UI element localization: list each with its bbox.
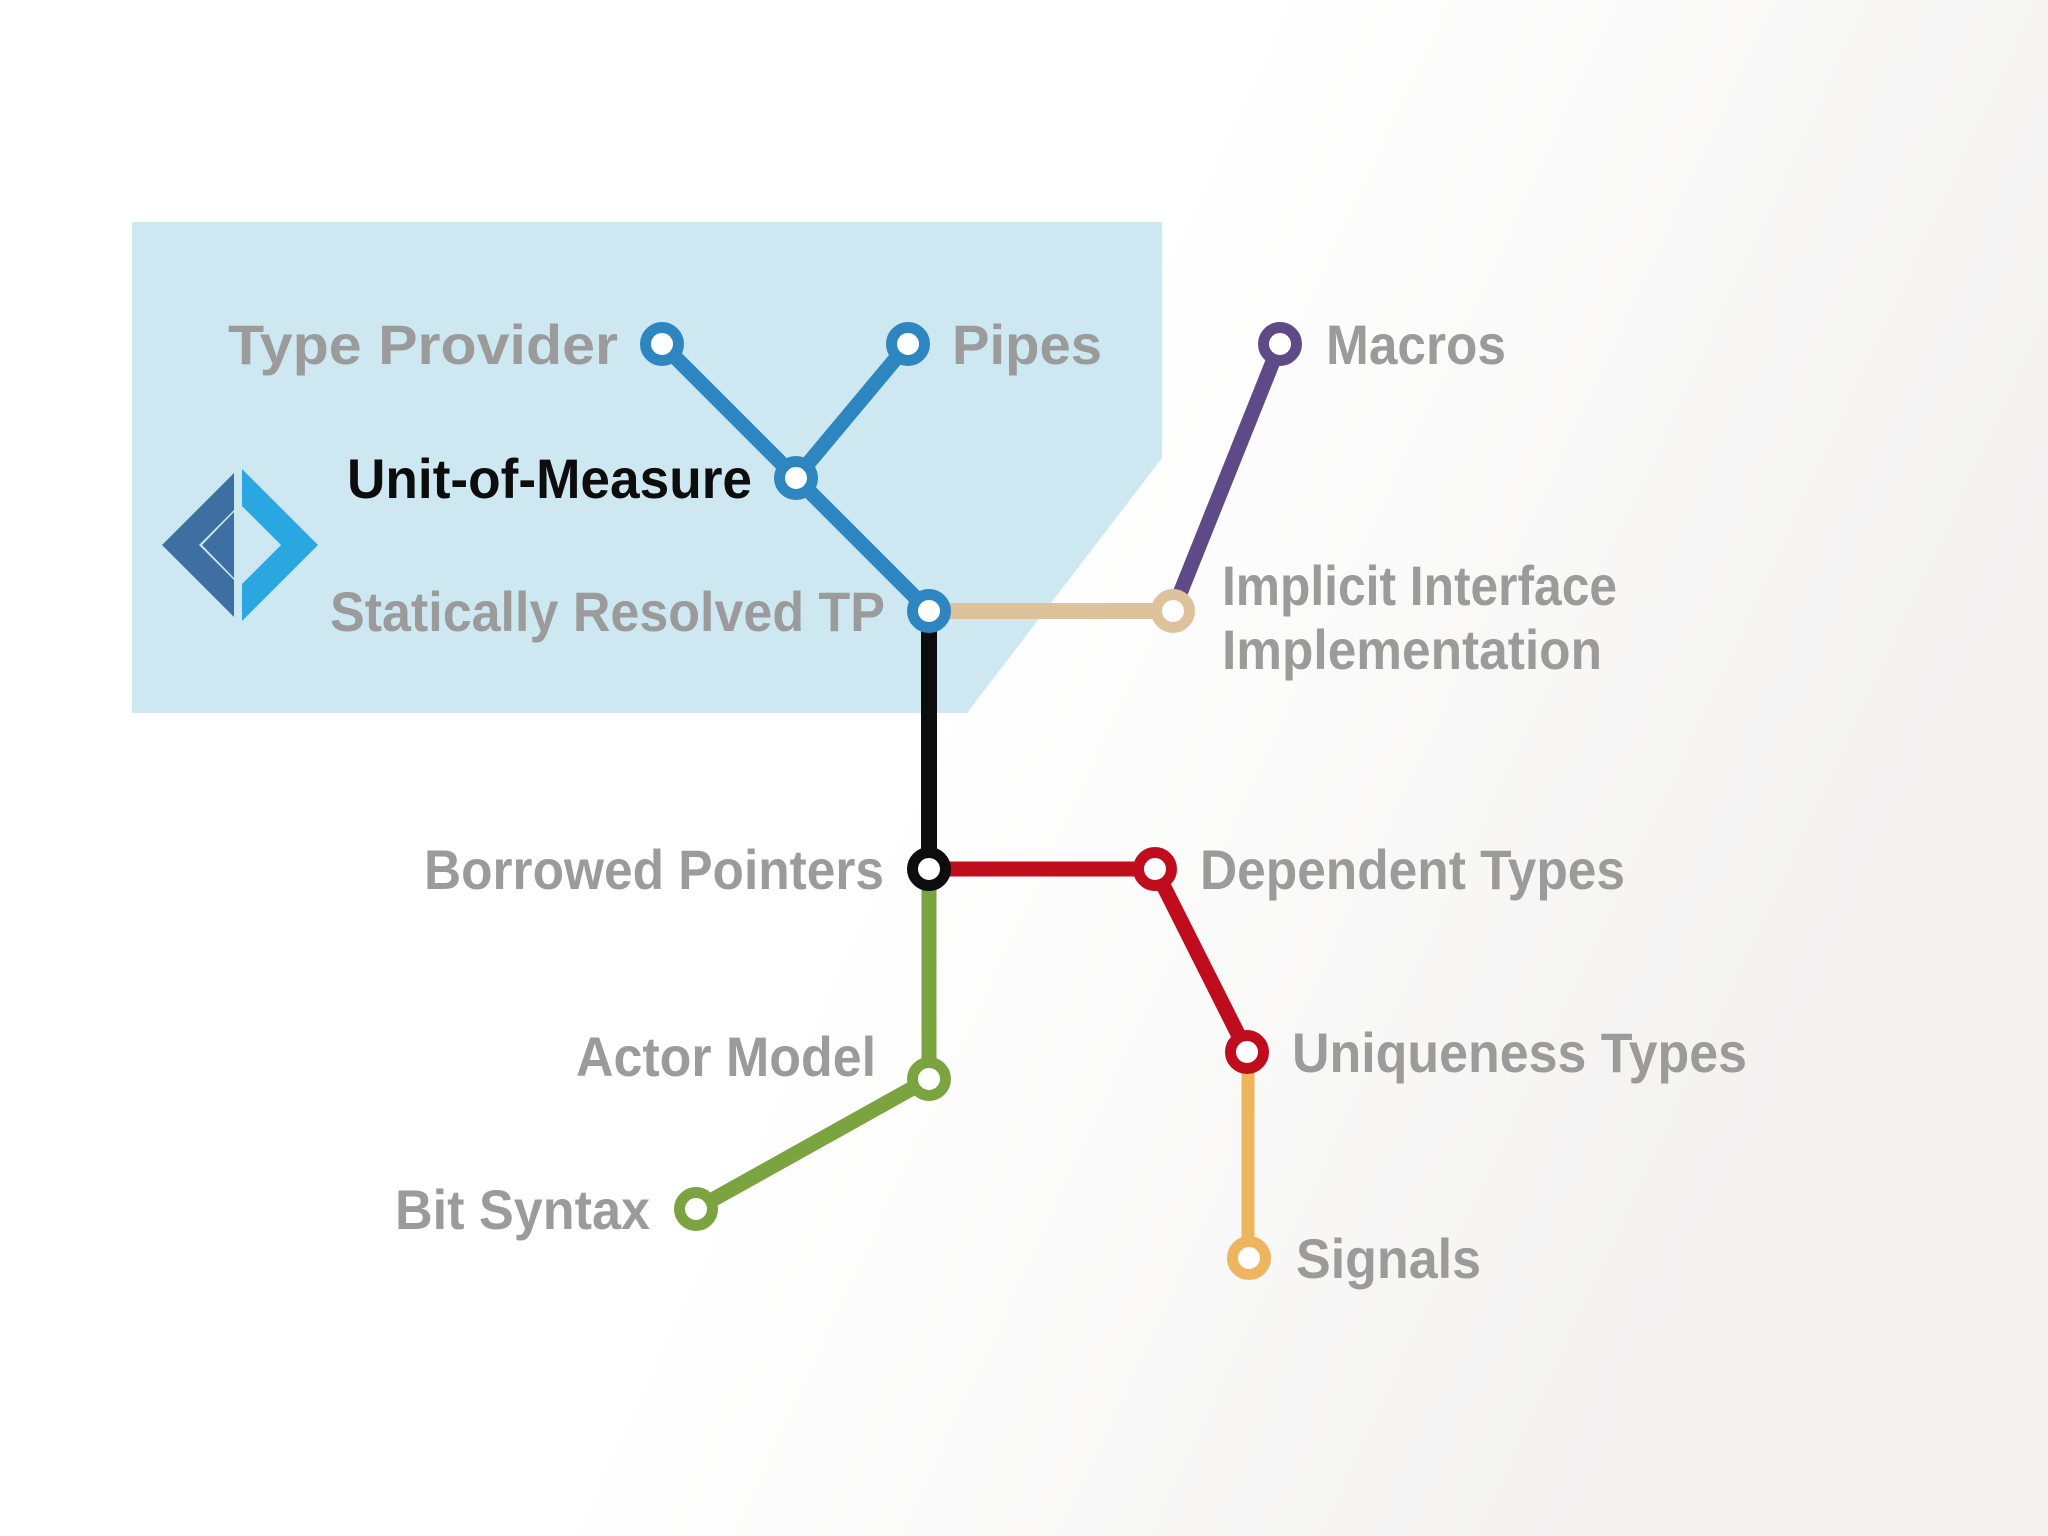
station-dependent-types (1133, 847, 1177, 891)
station-actor-model (907, 1057, 951, 1101)
label-implicit-interface-line1: Implicit Interface (1222, 554, 1617, 617)
label-dependent-types: Dependent Types (1200, 838, 1625, 901)
fsharp-logo-inner-triangle (202, 512, 234, 578)
label-uniqueness-types: Uniqueness Types (1292, 1021, 1747, 1084)
station-uniqueness-types (1225, 1030, 1269, 1074)
label-implicit-interface-line2: Implementation (1222, 618, 1602, 681)
label-implicit-interface: Implicit Interface Implementation (1222, 554, 1633, 681)
station-statically-resolved-tp (907, 589, 951, 633)
station-unit-of-measure (774, 456, 818, 500)
station-pipes (886, 322, 930, 366)
station-borrowed-pointers (907, 847, 951, 891)
label-signals: Signals (1296, 1227, 1481, 1290)
line-purple-macros (1166, 341, 1287, 614)
label-actor-model: Actor Model (576, 1025, 876, 1088)
fsharp-logo-center-slit (234, 464, 242, 626)
label-bit-syntax: Bit Syntax (395, 1178, 650, 1241)
label-borrowed-pointers: Borrowed Pointers (424, 838, 884, 901)
label-type-provider: Type Provider (228, 313, 618, 376)
station-bit-syntax (674, 1187, 718, 1231)
label-unit-of-measure: Unit-of-Measure (347, 447, 752, 510)
station-macros (1258, 322, 1302, 366)
station-type-provider (640, 322, 684, 366)
label-macros: Macros (1326, 313, 1506, 376)
label-pipes: Pipes (952, 313, 1102, 376)
station-implicit-interface (1151, 589, 1195, 633)
label-statically-resolved-tp: Statically Resolved TP (330, 580, 885, 643)
fsharp-logo (162, 464, 318, 626)
line-blue-pipes-branch (790, 339, 914, 483)
station-signals (1227, 1236, 1271, 1280)
